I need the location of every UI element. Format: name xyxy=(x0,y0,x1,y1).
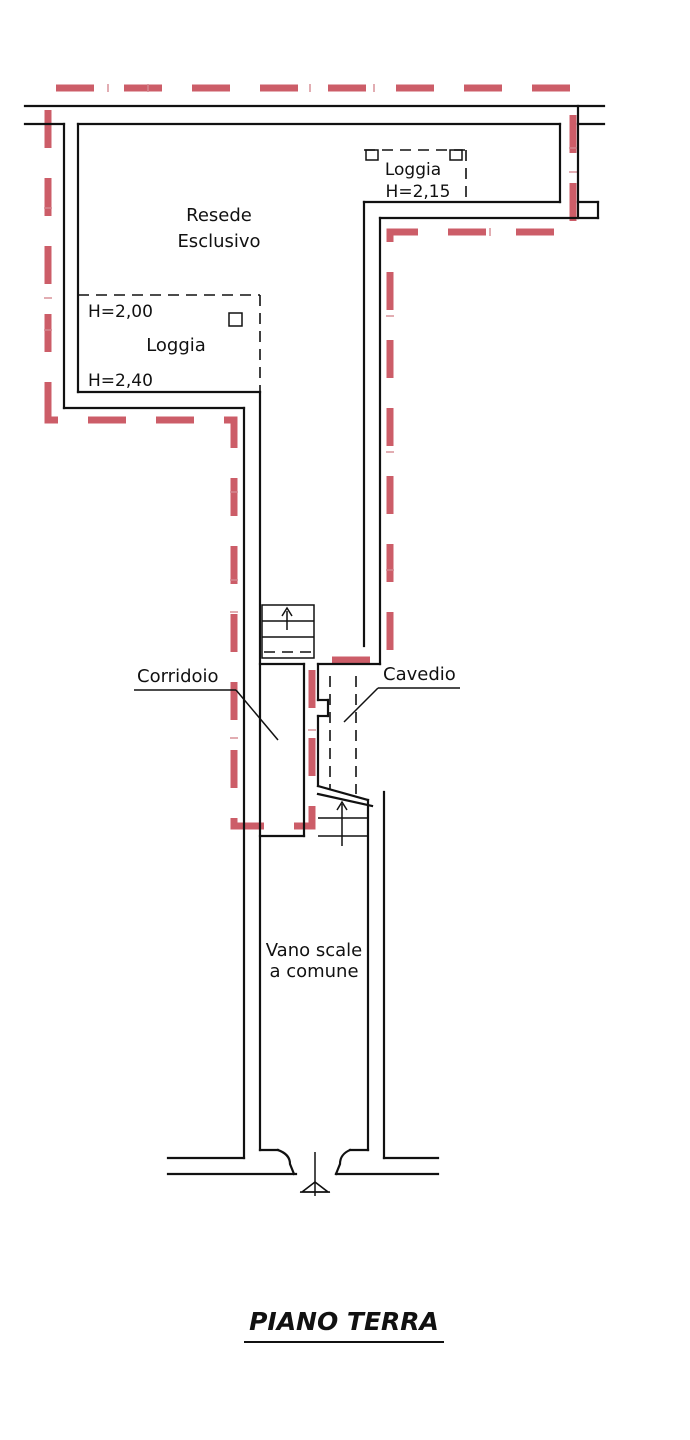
walls xyxy=(23,104,606,1176)
corridoio-label: Corridoio xyxy=(137,666,219,687)
boundary-ticks xyxy=(44,84,577,739)
loggia-top-label: Loggia xyxy=(385,160,441,180)
loggia-top-height: H=2,15 xyxy=(386,182,451,202)
loggia-left-height-bottom: H=2,40 xyxy=(88,371,153,391)
upper-stair xyxy=(261,604,315,659)
vano-scale-label-line1: Vano scale xyxy=(266,940,362,961)
pillar-square-top-right xyxy=(449,149,463,161)
pillar-square-top-left xyxy=(365,149,379,161)
vano-scale-label-line2: a comune xyxy=(269,961,358,982)
label-leaders xyxy=(134,687,460,741)
loggia-left-label: Loggia xyxy=(146,335,206,356)
resede-label-line1: Resede xyxy=(186,205,252,226)
lower-stair xyxy=(318,800,368,846)
cavedio-label: Cavedio xyxy=(383,664,456,685)
loggia-outlines xyxy=(78,149,467,794)
loggia-left-height-top: H=2,00 xyxy=(88,302,153,322)
entrance-marker xyxy=(299,1152,331,1196)
floor-title: PIANO TERRA xyxy=(249,1307,439,1336)
pillar-square xyxy=(228,312,243,327)
resede-label-line2: Esclusivo xyxy=(177,231,260,252)
property-boundary xyxy=(44,84,577,830)
